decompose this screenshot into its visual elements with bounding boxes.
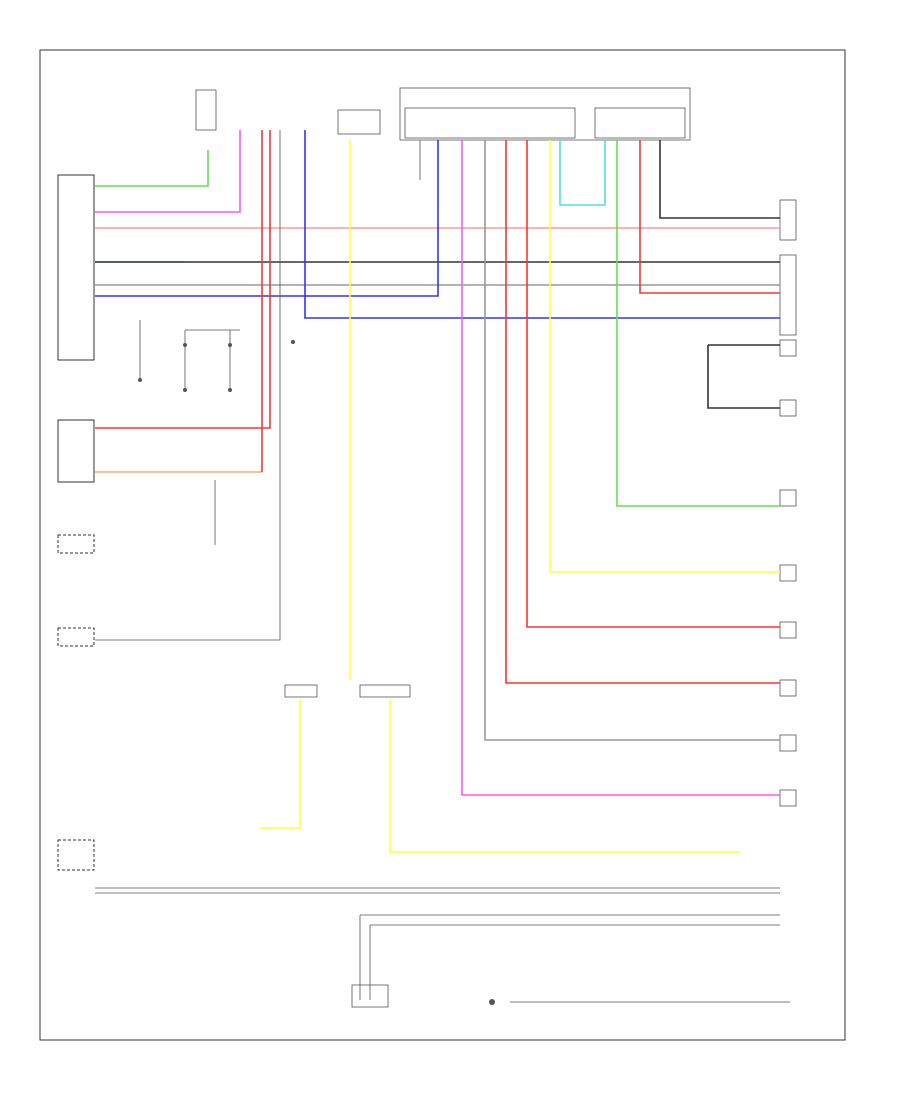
wires-horizontal bbox=[95, 130, 780, 796]
wires-vertical bbox=[95, 130, 790, 1003]
left-ecu-boxes bbox=[57, 174, 95, 871]
diagram-frame bbox=[39, 49, 846, 1041]
right-connector-stubs bbox=[779, 199, 797, 807]
top-connector-group bbox=[195, 87, 691, 141]
switch-symbols bbox=[138, 320, 495, 1005]
bottom-connector-boxes bbox=[284, 684, 411, 1008]
